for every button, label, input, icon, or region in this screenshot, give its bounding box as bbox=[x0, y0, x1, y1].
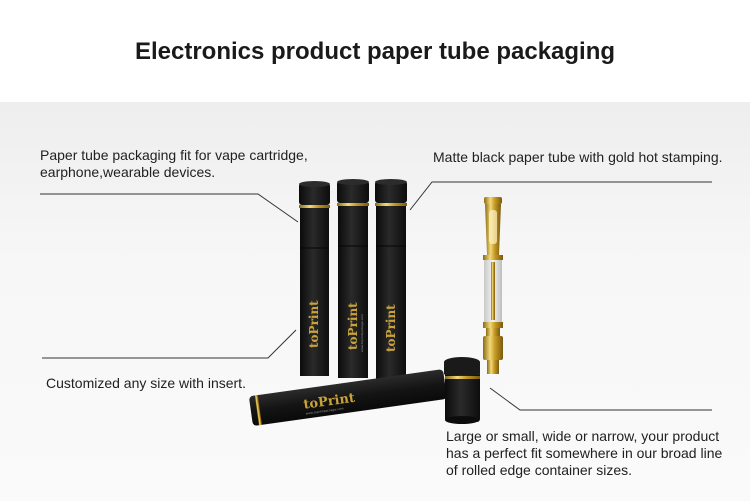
standing-tube-2 bbox=[337, 179, 369, 378]
standing-tube-1 bbox=[299, 181, 330, 376]
caption-line: of rolled edge container sizes. bbox=[446, 462, 632, 478]
leader-lines bbox=[40, 181, 712, 411]
brand-logo-text: toPrint bbox=[346, 302, 360, 350]
caption-line: earphone,wearable devices. bbox=[40, 164, 216, 180]
caption-top-right: Matte black paper tube with gold hot sta… bbox=[433, 149, 723, 166]
tube-logo-3: toPrint bbox=[384, 304, 398, 352]
brand-logo-text: toPrint bbox=[384, 304, 398, 352]
product-photo bbox=[0, 102, 750, 501]
caption-line: has a perfect fit somewhere in our broad… bbox=[446, 445, 723, 461]
caption-top-left: Paper tube packaging fit for vape cartri… bbox=[40, 147, 308, 181]
caption-bottom-left: Customized any size with insert. bbox=[46, 375, 246, 392]
standing-tube-3 bbox=[375, 179, 407, 380]
leader-line-bottom-right bbox=[489, 387, 712, 411]
tube-cap bbox=[444, 357, 480, 424]
brand-logo-text: toPrint bbox=[307, 300, 321, 348]
website-print-2: www.toprintpackage.com bbox=[360, 314, 364, 352]
tube-logo-2: toPrint bbox=[346, 302, 360, 350]
caption-bottom-right: Large or small, wide or narrow, your pro… bbox=[446, 428, 722, 479]
leader-line-bottom-left bbox=[42, 329, 297, 359]
caption-line: Large or small, wide or narrow, your pro… bbox=[446, 428, 720, 444]
website-text: www.toprintpackage.com bbox=[360, 314, 364, 352]
tube-logo-1: toPrint bbox=[307, 300, 321, 348]
vape-cartridge bbox=[483, 197, 503, 374]
brand-logo-text: toPrint bbox=[303, 391, 356, 413]
caption-line: Customized any size with insert. bbox=[46, 375, 246, 391]
caption-line: Paper tube packaging fit for vape cartri… bbox=[40, 147, 308, 163]
leader-line-top-right bbox=[409, 181, 712, 211]
lying-tube: toPrint www.toprintpackage.com bbox=[249, 369, 447, 426]
caption-line: Matte black paper tube with gold hot sta… bbox=[433, 149, 723, 165]
page-title: Electronics product paper tube packaging bbox=[134, 38, 616, 65]
website-text: www.toprintpackage.com bbox=[306, 406, 344, 415]
leader-line-top-left bbox=[40, 193, 299, 223]
